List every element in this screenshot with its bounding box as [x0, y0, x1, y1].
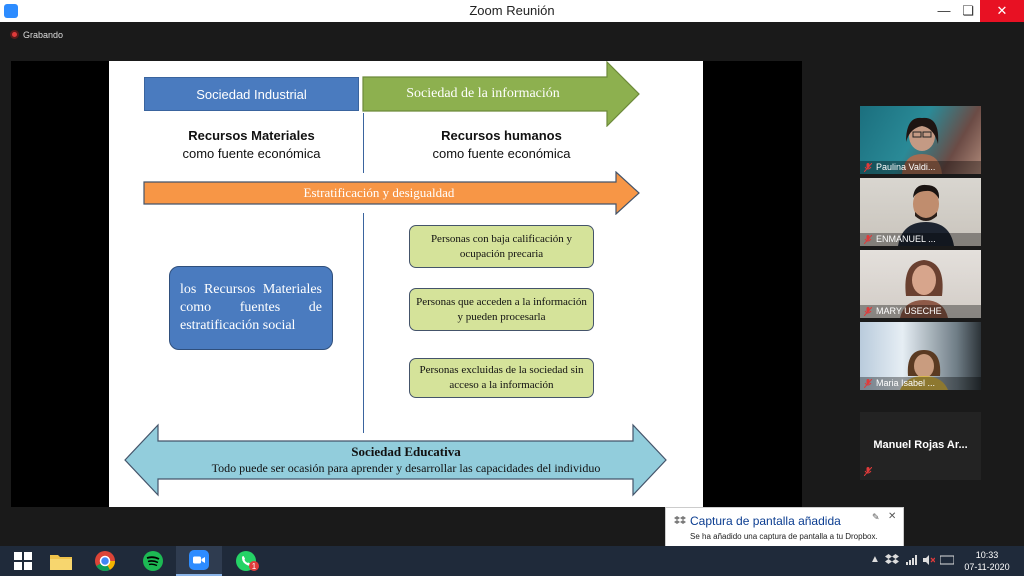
pin-icon[interactable]: ✎ [872, 512, 880, 522]
participant-name: MARY USECHE [860, 305, 981, 318]
participant-name: Maria Isabel ... [860, 377, 981, 390]
system-clock[interactable]: 10:33 07-11-2020 [962, 549, 1012, 573]
tray-dropbox-icon[interactable] [885, 554, 899, 566]
taskbar-zoom[interactable] [176, 546, 222, 576]
shared-screen[interactable]: Sociedad Industrial Sociedad de la infor… [11, 61, 802, 507]
education-double-arrow [124, 423, 667, 497]
volume-muted-icon[interactable] [923, 555, 935, 565]
participant-tile[interactable]: Manuel Rojas Ar... [860, 412, 981, 480]
left-col-bold: Recursos Materiales [188, 128, 315, 143]
muted-mic-icon [864, 379, 872, 388]
participant-tile[interactable]: MARY USECHE [860, 250, 981, 318]
stratification-label: Estratificación y desigualdad [303, 185, 455, 200]
chrome-icon [95, 551, 115, 571]
whatsapp-badge: 1 [252, 562, 257, 571]
close-notification-icon[interactable]: ✕ [888, 511, 897, 522]
participant-avatar [900, 350, 948, 390]
presentation-slide: Sociedad Industrial Sociedad de la infor… [109, 61, 703, 507]
divider-bottom [363, 213, 364, 433]
notification-message: Se ha añadido una captura de pantalla a … [690, 532, 878, 541]
green-box-3: Personas excluidas de la sociedad sin ac… [409, 358, 594, 398]
header-info-label: Sociedad de la información [406, 86, 560, 101]
left-column-label: Recursos Materiales como fuente económic… [149, 127, 354, 163]
stratification-arrow [143, 171, 640, 215]
participant-avatar [898, 184, 954, 246]
windows-icon [14, 552, 32, 570]
education-title: Sociedad Educativa [351, 444, 461, 459]
clock-time: 10:33 [975, 550, 999, 560]
network-icon[interactable] [906, 555, 918, 565]
meeting-area: Grabando Sociedad Industrial Sociedad de… [0, 22, 1024, 546]
spotify-icon [143, 551, 163, 571]
divider-top [363, 113, 364, 173]
window-title: Zoom Reunión [469, 3, 555, 18]
participant-name: ENMANUEL ... [860, 233, 981, 246]
participant-avatar [902, 117, 942, 174]
taskbar-chrome[interactable] [82, 546, 128, 576]
minimize-button[interactable]: — [937, 3, 951, 18]
whatsapp-icon: 1 [236, 551, 259, 571]
taskbar-whatsapp[interactable]: 1 [224, 546, 270, 576]
participant-tile[interactable]: Paulina Valdi... [860, 106, 981, 174]
zoom-app-icon [4, 4, 18, 18]
header-industrial: Sociedad Industrial [144, 77, 359, 111]
muted-mic-icon [864, 235, 872, 244]
right-column-label: Recursos humanos como fuente económica [399, 127, 604, 163]
tray-chevron-icon[interactable]: ▲ [870, 554, 880, 565]
record-icon [10, 30, 19, 39]
green-box-1: Personas con baja calificación y ocupaci… [409, 225, 594, 268]
muted-mic-icon [864, 307, 872, 316]
green-box-2: Personas que acceden a la información y … [409, 288, 594, 331]
keyboard-icon[interactable] [940, 555, 954, 565]
header-info-arrow [362, 61, 640, 127]
participant-name: Manuel Rojas Ar... [873, 439, 968, 451]
participant-name: Paulina Valdi... [860, 161, 981, 174]
muted-mic-icon [864, 467, 872, 476]
right-col-text: como fuente económica [432, 146, 571, 161]
maximize-button[interactable]: ❏ [962, 3, 974, 18]
folder-icon [50, 555, 72, 570]
right-col-bold: Recursos humanos [441, 128, 562, 143]
taskbar: 1 ▲ 10:33 07-11-2020 [0, 546, 1024, 576]
start-button[interactable] [0, 546, 46, 576]
zoom-icon [189, 550, 209, 570]
close-button[interactable]: ✕ [980, 0, 1024, 22]
taskbar-file-explorer[interactable] [38, 546, 84, 576]
window-titlebar: Zoom Reunión — ❏ ✕ [0, 0, 1024, 22]
taskbar-spotify[interactable] [130, 546, 176, 576]
education-text: Todo puede ser ocasión para aprender y d… [211, 461, 601, 475]
participant-tile[interactable]: ENMANUEL ... [860, 178, 981, 246]
recording-label: Grabando [23, 30, 64, 40]
dropbox-icon [674, 516, 686, 524]
material-resources-box: los Recursos Materiales como fuentes de … [169, 266, 333, 350]
left-col-text: como fuente económica [182, 146, 321, 161]
participant-avatar [900, 260, 948, 318]
participant-tile[interactable]: Maria Isabel ... [860, 322, 981, 390]
dropbox-notification[interactable]: Captura de pantalla añadida Se ha añadid… [665, 507, 904, 547]
muted-mic-icon [864, 163, 872, 172]
notification-title: Captura de pantalla añadida [690, 514, 841, 528]
recording-indicator: Grabando [10, 30, 63, 40]
clock-date: 07-11-2020 [964, 562, 1010, 572]
